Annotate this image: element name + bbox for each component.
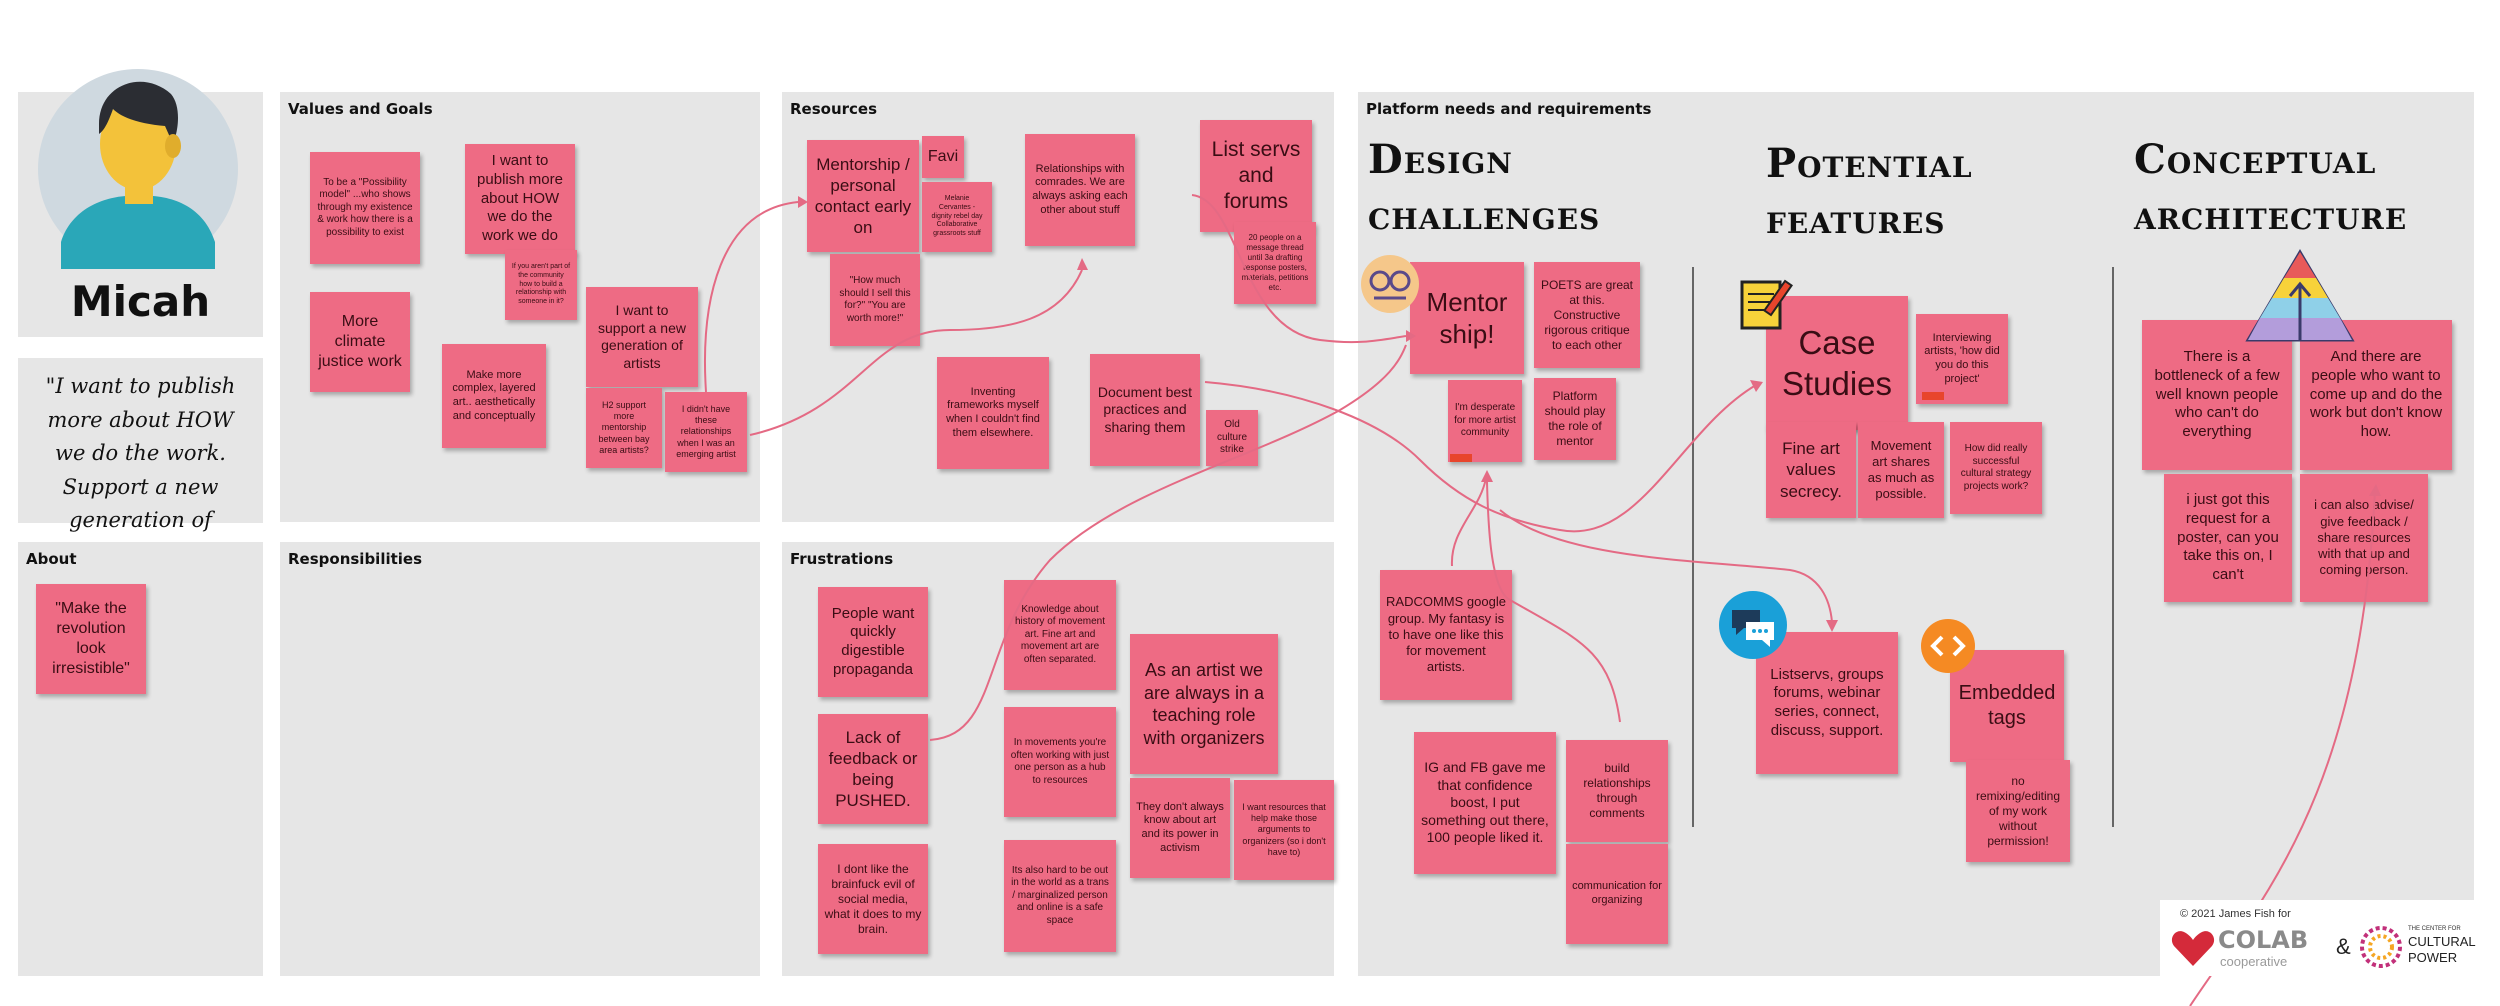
quote-card: "I want to publish more about HOW we do … bbox=[18, 358, 263, 566]
values-panel: Values and Goals To be a "Possibility mo… bbox=[280, 92, 760, 522]
sticky-note[interactable]: In movements you're often working with j… bbox=[1004, 707, 1116, 817]
sticky-note[interactable]: no remixing/editing of my work without p… bbox=[1966, 760, 2070, 862]
resources-panel: Resources Mentorship / personal contact … bbox=[782, 92, 1334, 522]
frustrations-title: Frustrations bbox=[790, 550, 894, 568]
sticky-note[interactable]: People want quickly digestible propagand… bbox=[818, 587, 928, 697]
responsibilities-title: Responsibilities bbox=[288, 550, 423, 568]
column-divider bbox=[2112, 267, 2114, 827]
sticky-note[interactable]: I want resources that help make those ar… bbox=[1234, 780, 1334, 880]
red-tag bbox=[1922, 392, 1944, 400]
heart-logo bbox=[2170, 928, 2216, 968]
sticky-note[interactable]: There is a bottleneck of a few well know… bbox=[2142, 320, 2292, 470]
credit-text: © 2021 James Fish for bbox=[2180, 908, 2291, 920]
code-icon bbox=[1920, 618, 1976, 674]
sticky-note[interactable]: RADCOMMS google group. My fantasy is to … bbox=[1380, 570, 1512, 700]
platform-title: Platform needs and requirements bbox=[1366, 100, 1652, 118]
sticky-note[interactable]: I want to publish more about HOW we do t… bbox=[465, 144, 575, 254]
potential-features-heading: Potential features bbox=[1766, 140, 1973, 243]
column-divider bbox=[1692, 267, 1694, 827]
sticky-note[interactable]: build relationships through comments bbox=[1566, 740, 1668, 842]
sticky-note[interactable]: Fine art values secrecy. bbox=[1766, 422, 1856, 518]
sticky-note[interactable]: Knowledge about history of movement art.… bbox=[1004, 580, 1116, 690]
ampersand: & bbox=[2336, 934, 2351, 959]
sticky-note[interactable]: "How much should I sell this for?" "You … bbox=[830, 254, 920, 346]
sticky-note[interactable]: 20 people on a message thread until 3a d… bbox=[1234, 222, 1316, 304]
red-tag bbox=[1450, 454, 1472, 462]
sticky-note[interactable]: Lack of feedback or being PUSHED. bbox=[818, 714, 928, 824]
sticky-note[interactable]: Inventing frameworks myself when I could… bbox=[937, 357, 1049, 469]
persona-name: Micah bbox=[70, 277, 211, 326]
credit-box: © 2021 James Fish for COLAB cooperative … bbox=[2160, 900, 2480, 976]
sticky-note[interactable]: I'm desperate for more artist community bbox=[1448, 380, 1522, 462]
sticky-note[interactable]: Platform should play the role of mentor bbox=[1534, 378, 1616, 460]
sticky-note[interactable]: Embedded tags bbox=[1950, 650, 2064, 762]
pyramid-icon bbox=[2244, 248, 2356, 344]
values-title: Values and Goals bbox=[288, 100, 433, 118]
sticky-note[interactable]: Old culture strike bbox=[1206, 410, 1258, 466]
sticky-note[interactable]: communication for organizing bbox=[1566, 844, 1668, 944]
sticky-note[interactable]: Mentorship / personal contact early on bbox=[807, 140, 919, 252]
sticky-note[interactable]: "Make the revolution look irresistible" bbox=[36, 584, 146, 694]
sticky-note[interactable]: I want to support a new generation of ar… bbox=[586, 287, 698, 387]
sticky-note[interactable]: POETS are great at this. Constructive ri… bbox=[1534, 262, 1640, 368]
sticky-note[interactable]: Listservs, groups forums, webinar series… bbox=[1756, 632, 1898, 774]
sticky-note[interactable]: How did really successful cultural strat… bbox=[1950, 422, 2042, 514]
ccp-small-text: THE CENTER FOR bbox=[2408, 926, 2461, 932]
resources-title: Resources bbox=[790, 100, 878, 118]
chat-icon bbox=[1718, 590, 1788, 660]
frustrations-panel: Frustrations People want quickly digesti… bbox=[782, 542, 1334, 976]
avatar bbox=[33, 64, 243, 274]
colab-logo-text: COLAB bbox=[2218, 926, 2309, 954]
sticky-note[interactable]: As an artist we are always in a teaching… bbox=[1130, 634, 1278, 774]
sticky-note[interactable]: Document best practices and sharing them bbox=[1090, 354, 1200, 466]
sticky-note[interactable]: More climate justice work bbox=[310, 292, 410, 392]
sticky-note[interactable]: Case Studies bbox=[1766, 296, 1908, 430]
sticky-note[interactable]: i just got this request for a poster, ca… bbox=[2164, 474, 2292, 602]
sticky-note[interactable]: H2 support more mentorship between bay a… bbox=[586, 388, 662, 468]
ccp-power-text: POWER bbox=[2408, 950, 2458, 965]
persona-card: Micah bbox=[18, 69, 263, 337]
sticky-note[interactable]: They don't always know about art and its… bbox=[1130, 778, 1230, 878]
sticky-note[interactable]: Make more complex, layered art.. aesthet… bbox=[442, 344, 546, 448]
collaboration-icon bbox=[1360, 254, 1420, 314]
sticky-note[interactable]: Melanie Cervantes - dignity rebel day Co… bbox=[922, 182, 992, 252]
sticky-note[interactable]: i can also advise/ give feedback / share… bbox=[2300, 474, 2428, 602]
sticky-note[interactable]: Interviewing artists, 'how did you do th… bbox=[1916, 314, 2008, 404]
sticky-note[interactable]: If you aren't part of the community how … bbox=[505, 250, 577, 320]
sticky-note[interactable]: List servs and forums bbox=[1200, 120, 1312, 232]
cooperative-text: cooperative bbox=[2220, 954, 2288, 969]
sun-logo bbox=[2358, 924, 2404, 970]
about-panel: About "Make the revolution look irresist… bbox=[18, 542, 263, 976]
sticky-note[interactable]: Its also hard to be out in the world as … bbox=[1004, 840, 1116, 952]
ccp-cultural-text: CULTURAL bbox=[2408, 934, 2476, 949]
sticky-note[interactable]: To be a "Possibility model" ...who shows… bbox=[310, 152, 420, 264]
sticky-note[interactable]: Movement art shares as much as possible. bbox=[1858, 422, 1944, 518]
platform-panel: Platform needs and requirements Design c… bbox=[1358, 92, 2480, 976]
sticky-note[interactable]: And there are people who want to come up… bbox=[2300, 320, 2452, 470]
about-title: About bbox=[26, 550, 77, 568]
sticky-note[interactable]: I dont like the brainfuck evil of social… bbox=[818, 844, 928, 954]
design-challenges-heading: Design challenges bbox=[1368, 136, 1601, 239]
sticky-note[interactable]: Mentor ship! bbox=[1410, 262, 1524, 374]
responsibilities-panel: Responsibilities bbox=[280, 542, 760, 976]
sticky-note[interactable]: Relationships with comrades. We are alwa… bbox=[1025, 134, 1135, 246]
notepad-icon bbox=[1736, 272, 1796, 334]
sticky-note[interactable]: IG and FB gave me that confidence boost,… bbox=[1414, 732, 1556, 874]
sticky-note[interactable]: Favi bbox=[922, 136, 964, 178]
conceptual-architecture-heading: Conceptual architecture bbox=[2134, 136, 2408, 239]
sticky-note[interactable]: I didn't have these relationships when I… bbox=[665, 392, 747, 472]
